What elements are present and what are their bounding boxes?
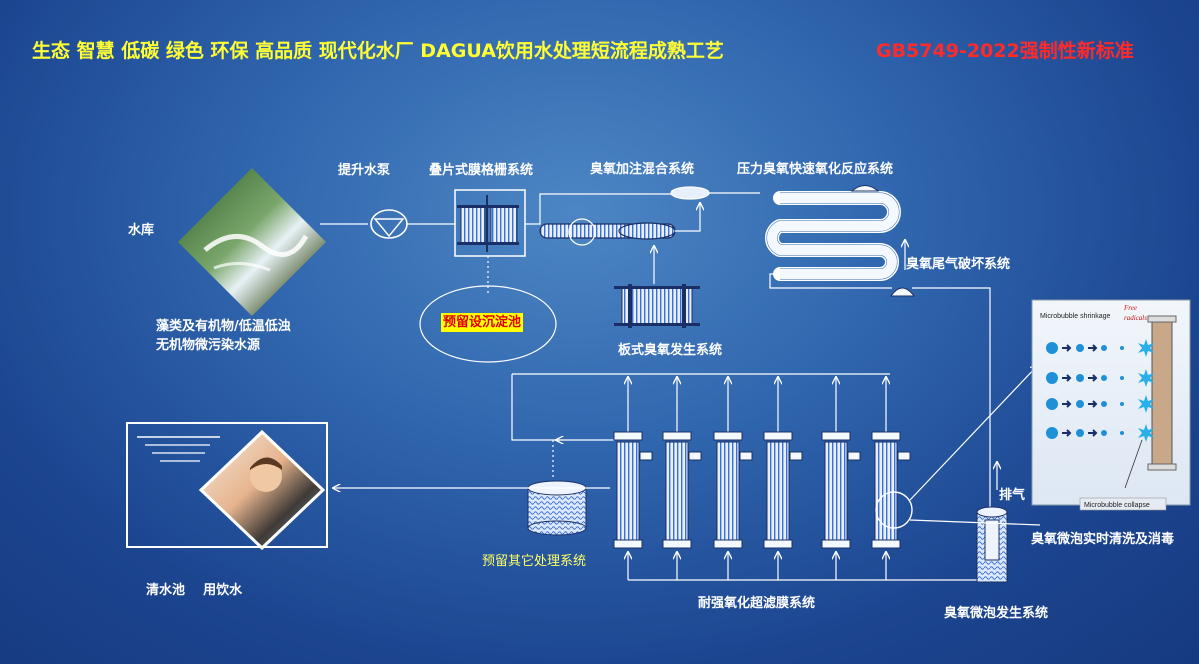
inset-shrinkage-label: Microbubble shrinkage (1040, 313, 1111, 320)
label-exhaust: 排气 (999, 486, 1025, 505)
microbubble-generator-tank (977, 462, 1007, 582)
pressure-ozone-reactor (772, 186, 894, 275)
ozone-mixing-pipe (540, 203, 700, 245)
microbubble-inset: Microbubble shrinkage Free radicals Micr… (1032, 300, 1190, 510)
label-ozone-tail-gas: 臭氧尾气破坏系统 (906, 255, 1010, 274)
pipe-grid-mixer (525, 194, 672, 224)
plate-ozone-generator (614, 246, 700, 328)
reserved-other-tank (528, 481, 586, 535)
pump-icon (371, 210, 407, 238)
label-source-line2: 无机物微污染水源 (156, 336, 260, 355)
label-membrane-grid: 叠片式膜格栅系统 (429, 161, 533, 180)
inset-collapse-label: Microbubble collapse (1084, 502, 1150, 509)
ozone-injector (671, 187, 709, 199)
label-pump: 提升水泵 (338, 161, 390, 180)
label-ozone-reactor: 压力臭氧快速氧化反应系统 (737, 160, 893, 179)
label-ozone-generator: 板式臭氧发生系统 (618, 341, 722, 360)
label-reserved-sedimentation: 预留设沉淀池 (441, 313, 523, 332)
clear-water-tank (127, 423, 327, 548)
label-ozone-mixing: 臭氧加注混合系统 (590, 160, 694, 179)
reservoir-photo (178, 168, 326, 316)
label-microbubble-cleaning: 臭氧微泡实时清洗及消毒 (1031, 530, 1174, 549)
membrane-grid-unit (455, 190, 525, 256)
label-source-line1: 藻类及有机物/低温低浊 (156, 317, 291, 336)
inset-free-label: Free (1123, 304, 1137, 312)
tail-gas-destructor (891, 288, 914, 296)
label-clear-water-tank: 清水池 用饮水 (146, 581, 242, 600)
uf-membrane-columns (614, 432, 912, 548)
label-uf-system: 耐强氧化超滤膜系统 (698, 594, 815, 613)
inset-radicals-label: radicals (1124, 314, 1147, 322)
label-microbubble-generator: 臭氧微泡发生系统 (944, 604, 1048, 623)
label-reserved-other: 预留其它处理系统 (482, 552, 586, 571)
label-reservoir: 水库 (128, 221, 154, 240)
